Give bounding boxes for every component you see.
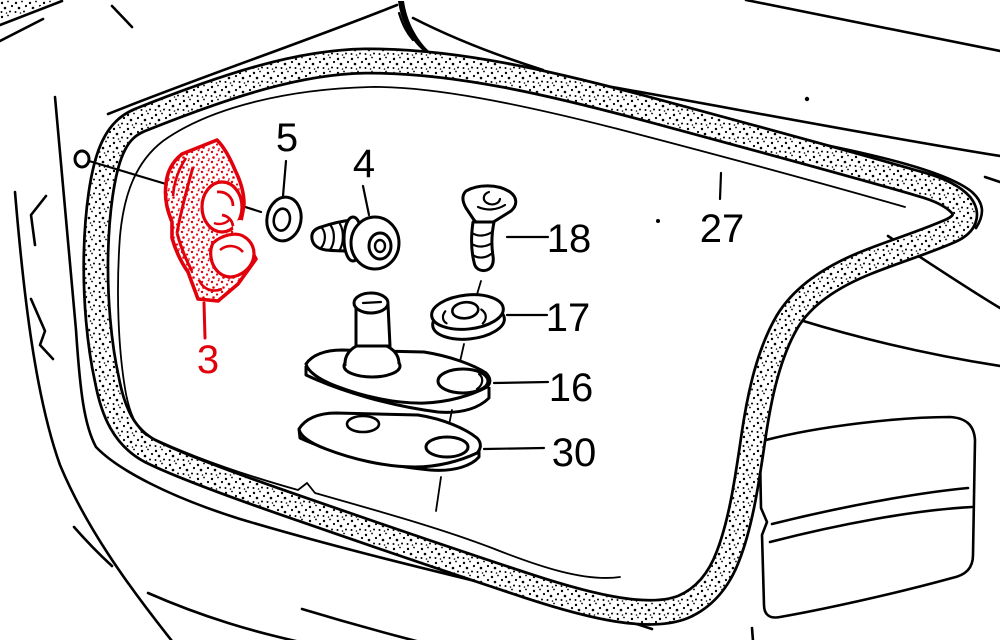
callout-16-leader [492, 380, 550, 385]
flange-inner-line [117, 86, 906, 579]
deck-edge-line-1 [744, 0, 1000, 53]
taillight-outline [758, 415, 977, 619]
screw-thread-1 [470, 230, 494, 237]
bolt-part[interactable] [310, 215, 401, 271]
callout-3-leader [202, 301, 207, 340]
lid-corner-hook [398, 1, 432, 57]
seam-around-hairpin [798, 138, 984, 230]
callout-30[interactable]: 30 [552, 431, 597, 475]
plate30-hole-right [424, 435, 470, 459]
washer-hole [272, 207, 292, 232]
taillight [750, 415, 977, 640]
callout-30-leader [482, 446, 546, 451]
callout-5-leader [281, 159, 288, 198]
callouts: 3 5 4 18 17 16 30 27 [197, 116, 744, 475]
trunk-opening-flange [117, 86, 906, 579]
shelf-edge-line-2 [0, 17, 45, 43]
bumper-top-line [13, 190, 173, 640]
shelf-edge-line-1 [0, 0, 64, 27]
washer-part[interactable] [263, 194, 304, 243]
trunk-seal-weatherstrip[interactable] [96, 61, 965, 612]
callout-4-leader [361, 184, 371, 217]
lid-left-edge [106, 3, 399, 116]
grommet-arc-right [480, 308, 487, 325]
clip-flap-inner-arc [219, 244, 244, 253]
plate16-hole [436, 367, 490, 395]
axis-line-4 [435, 476, 442, 512]
clip-crease-1 [175, 166, 195, 234]
grommet-part[interactable] [430, 291, 506, 342]
shelf-edge-dash [110, 4, 134, 29]
taillight-inner-line-1 [770, 486, 970, 526]
clip-cutout-arc-2 [221, 213, 235, 227]
callout-16[interactable]: 16 [549, 366, 594, 410]
clip-cutout-arc-1 [216, 190, 235, 207]
clip-bottom-hook [197, 279, 223, 292]
pillar-bracket [29, 194, 48, 247]
deck-edge-dash [983, 175, 1000, 184]
plate16-hole-arc [475, 372, 484, 391]
callout-4[interactable]: 4 [353, 142, 375, 186]
retainer-clip-part[interactable] [163, 138, 258, 303]
parcel-shelf-stipple [0, 0, 56, 22]
screw-thread-2 [470, 241, 494, 248]
screw-head-line [476, 203, 507, 211]
lid-corner-hook-inner [397, 11, 415, 42]
taillight-lower-dash [750, 626, 755, 640]
speck-dot-2 [656, 219, 660, 223]
pin-cap-slot [361, 300, 383, 305]
callout-17[interactable]: 17 [546, 296, 591, 340]
plate30-hole-left [345, 414, 381, 434]
bolt-socket-inner [373, 238, 387, 254]
callout-18[interactable]: 18 [547, 217, 592, 261]
taillight-inner-line-2 [768, 505, 974, 544]
lid-rear-edge [411, 16, 545, 72]
bolt-thread-2 [328, 224, 335, 252]
striker-plate-part[interactable] [304, 291, 492, 414]
callout-3[interactable]: 3 [197, 338, 219, 382]
hole-leader-line [87, 159, 168, 186]
callout-27[interactable]: 27 [700, 207, 745, 251]
grommet-hole [451, 300, 480, 320]
bolt-thread-1 [319, 226, 326, 250]
grommet-arc-left [441, 310, 448, 325]
body-outline-top-right [610, 0, 1000, 368]
callout-27-leader [718, 171, 723, 201]
deck-edge-line-2 [610, 85, 1000, 158]
bumper-lower-line-2 [300, 607, 418, 640]
body-outline-top-left [0, 0, 545, 116]
shim-plate-part[interactable] [297, 411, 482, 472]
screw-head-curl [482, 190, 502, 206]
pillar-kink [29, 297, 55, 361]
clip-cutout-arc-3 [213, 219, 230, 226]
clip-crease-2 [175, 232, 194, 272]
hole-ring [73, 149, 91, 169]
clip-cutout-gap [233, 220, 247, 234]
callout-5[interactable]: 5 [276, 116, 298, 160]
bumper-crease-short [72, 525, 114, 568]
speck-dot-1 [804, 96, 810, 102]
bumper-lower-line-1 [146, 591, 298, 640]
screw-thread-3 [471, 252, 493, 259]
panel-line-right [798, 318, 1000, 368]
clip-fold-top [171, 157, 188, 197]
clip-flap [209, 232, 256, 279]
screw-part[interactable] [461, 184, 518, 273]
